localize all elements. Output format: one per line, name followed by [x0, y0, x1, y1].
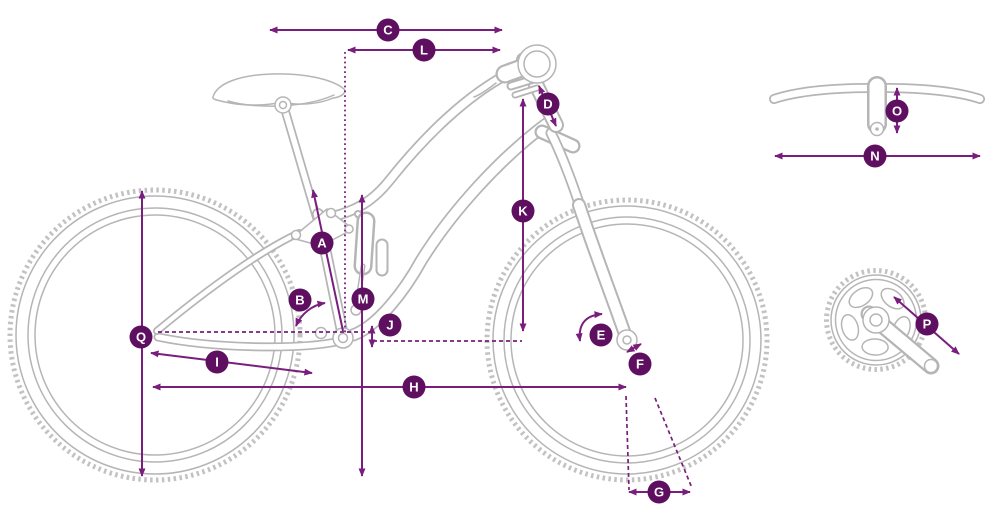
dim-h-badge	[402, 375, 426, 399]
dim-b-seat-angle: B	[288, 288, 326, 327]
dim-i-badge	[205, 350, 229, 374]
dim-e-head-angle: E	[575, 311, 613, 347]
dim-a-arrow	[311, 189, 344, 332]
dim-k-stack: K	[511, 98, 535, 332]
dim-o-handlebar-rise: O	[885, 87, 909, 134]
dim-i-chainstay: I	[150, 350, 313, 376]
dim-g-trail: G	[628, 480, 691, 504]
dim-a-seat-tube: A	[310, 189, 344, 332]
dim-k-badge	[511, 199, 535, 223]
dim-d-head-tube: D	[536, 85, 560, 127]
dim-j-bb-drop: J	[368, 313, 402, 348]
dim-q-letter: Q	[136, 330, 146, 345]
dim-a-badge	[310, 231, 334, 255]
dim-p-letter: P	[923, 317, 932, 332]
dim-f-fork-offset: F	[626, 343, 652, 376]
dim-e-arc	[575, 311, 603, 342]
trail-vertical-dashed-line	[625, 395, 630, 491]
dim-g-letter: G	[654, 485, 664, 500]
dim-n-badge	[863, 144, 887, 168]
bottom-bracket	[314, 326, 354, 349]
dim-h-wheelbase: H	[152, 375, 627, 399]
front-wheel	[484, 197, 770, 483]
dim-j-letter: J	[386, 318, 393, 333]
dim-f-badge	[628, 352, 652, 376]
frame	[153, 59, 560, 352]
dim-m-standover: M	[351, 194, 375, 477]
dim-d-badge	[536, 92, 560, 116]
dim-n-letter: N	[870, 149, 879, 164]
dim-c-top-tube: C	[269, 18, 503, 42]
dim-b-arc	[295, 300, 326, 327]
dim-i-letter: I	[215, 355, 219, 370]
dim-q-badge	[129, 325, 153, 349]
dim-c-badge	[376, 18, 400, 42]
dim-e-letter: E	[597, 328, 606, 343]
dim-a-letter: A	[317, 236, 327, 251]
handlebar-front-view	[769, 76, 985, 137]
dim-d-letter: D	[543, 97, 552, 112]
dim-o-letter: O	[892, 104, 902, 119]
saddle	[212, 73, 346, 114]
dim-b-letter: B	[295, 293, 304, 308]
dim-o-badge	[885, 99, 909, 123]
dim-c-letter: C	[383, 23, 393, 38]
dim-m-letter: M	[358, 292, 369, 307]
rear-wheel	[7, 187, 303, 483]
dim-p-crank-length: P	[893, 296, 960, 355]
dim-k-letter: K	[518, 204, 528, 219]
dim-l-reach: L	[347, 38, 501, 62]
dim-g-badge	[647, 480, 671, 504]
dim-p-badge	[915, 312, 939, 336]
dim-j-badge	[378, 313, 402, 337]
dim-b-badge	[288, 288, 312, 312]
dim-e-badge	[589, 323, 613, 347]
bicycle-side-view	[7, 44, 770, 483]
steering-axis-dashed-line	[654, 397, 693, 489]
dim-h-letter: H	[409, 380, 418, 395]
dim-l-badge	[412, 38, 436, 62]
dim-f-letter: F	[636, 357, 644, 372]
dim-m-badge	[351, 287, 375, 311]
dim-l-letter: L	[420, 43, 428, 58]
dim-q-wheel-size: Q	[129, 190, 153, 477]
dim-i-arrow	[150, 350, 313, 376]
dim-n-handlebar-width: N	[774, 144, 981, 168]
dim-f-arrow	[626, 343, 642, 353]
